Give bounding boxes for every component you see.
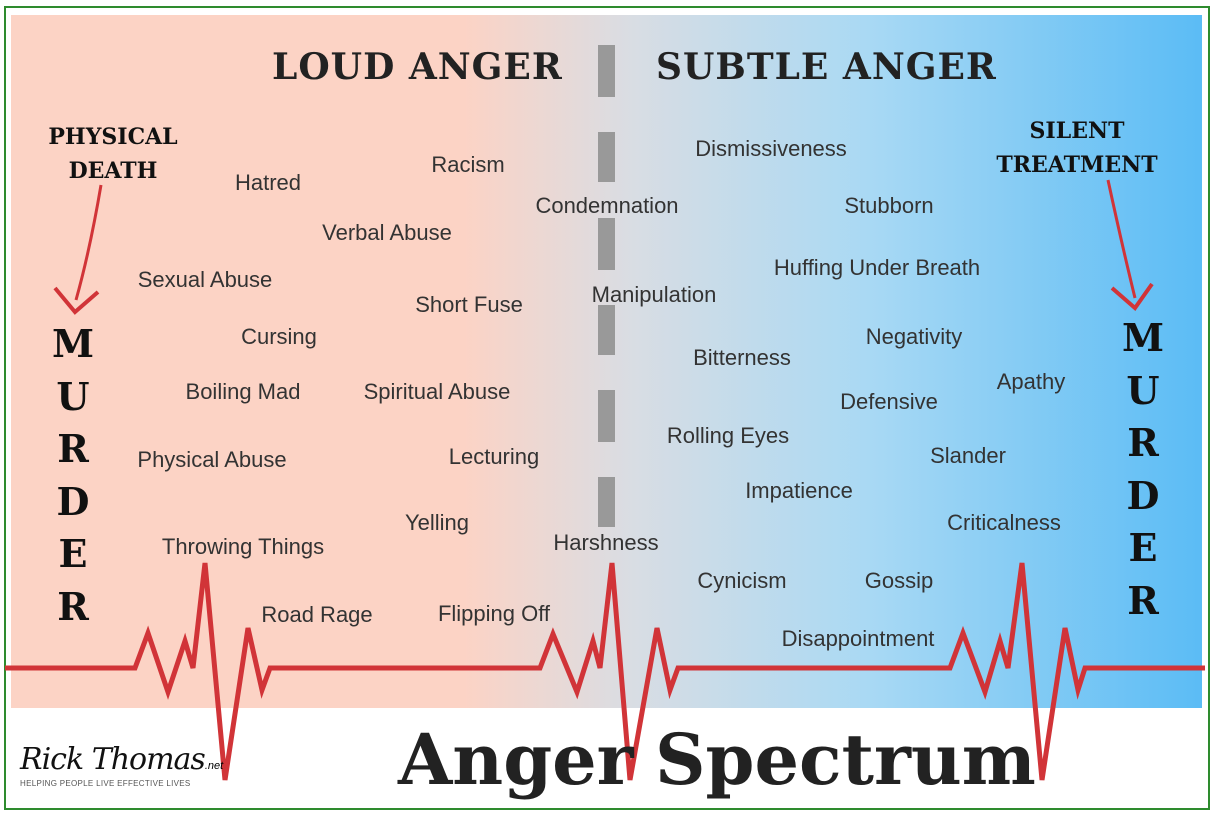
title-anger: Anger [398,718,634,801]
anger-word: Gossip [864,568,934,593]
logo-name: Rick Thomas [20,742,206,777]
anger-word: Bitterness [693,345,791,370]
murder-letter: R [57,426,89,471]
anger-word: Sexual Abuse [137,267,273,292]
green-border [4,6,1210,810]
anger-word: Flipping Off [437,601,551,626]
heading-subtle-anger: SUBTLE ANGER [656,46,997,88]
anger-word: Huffing Under Breath [773,255,981,280]
anger-word: Defensive [840,389,938,414]
anger-word: Spiritual Abuse [363,379,511,404]
anger-word: Harshness [553,530,659,555]
anger-word: Stubborn [844,193,934,218]
anger-word: Negativity [865,324,963,349]
murder-letter: R [57,583,89,629]
anger-word: Verbal Abuse [322,220,452,245]
pulse-line [5,562,1205,781]
anger-word: Hatred [234,170,302,195]
title-spectrum: Spectrum [655,718,1036,801]
heading-loud-anger: LOUD ANGER [272,46,563,88]
anger-word: Disappointment [781,626,935,651]
divider-dash [598,390,615,442]
anger-word: Cursing [241,324,317,349]
logo-tagline: HELPING PEOPLE LIVE EFFECTIVE LIVES [20,779,191,788]
anger-word: Impatience [745,478,853,503]
logo-suffix: .net [204,760,224,772]
murder-letter: U [56,373,90,419]
murder-letter: M [51,321,95,366]
arrow-left-icon [53,184,103,315]
silent-treatment-label: SILENT TREATMENT [982,114,1172,182]
arrow-right-icon [1106,179,1154,311]
label-line: SILENT [1029,118,1125,144]
murder-letter: E [1128,525,1158,570]
anger-word: Physical Abuse [137,447,287,472]
anger-word: Throwing Things [161,534,325,559]
anger-word: Rolling Eyes [666,423,790,448]
murder-letter: R [1127,420,1159,465]
divider-dash [598,218,615,270]
anger-word: Boiling Mad [185,379,301,404]
label-line: DEATH [68,158,158,184]
anger-word: Slander [930,443,1006,468]
murder-letter: E [58,531,88,576]
divider-dash [598,477,615,527]
anger-word: Road Rage [261,602,373,627]
murder-letter: M [1121,315,1165,360]
divider-dash [598,45,615,97]
anger-word: Manipulation [591,282,717,307]
anger-word: Dismissiveness [695,136,847,161]
divider-dash [598,132,615,182]
anger-word: Criticalness [947,510,1061,535]
label-line: PHYSICAL [48,124,178,150]
anger-word: Racism [431,152,505,177]
divider-dash [598,305,615,355]
murder-letter: U [1126,367,1160,413]
anger-word: Yelling [404,510,470,535]
murder-letter: D [1126,472,1160,518]
murder-letter: R [1127,577,1159,623]
anger-word: Lecturing [448,444,540,469]
murder-letter: D [56,478,90,524]
rick-thomas-logo: Rick Thomas.net HELPING PEOPLE LIVE EFFE… [20,742,223,788]
anger-word: Apathy [996,369,1066,394]
physical-death-label: PHYSICAL DEATH [40,120,186,188]
anger-word: Cynicism [697,568,787,593]
label-line: TREATMENT [996,152,1158,178]
anger-word: Short Fuse [415,292,523,317]
anger-word: Condemnation [535,193,679,218]
